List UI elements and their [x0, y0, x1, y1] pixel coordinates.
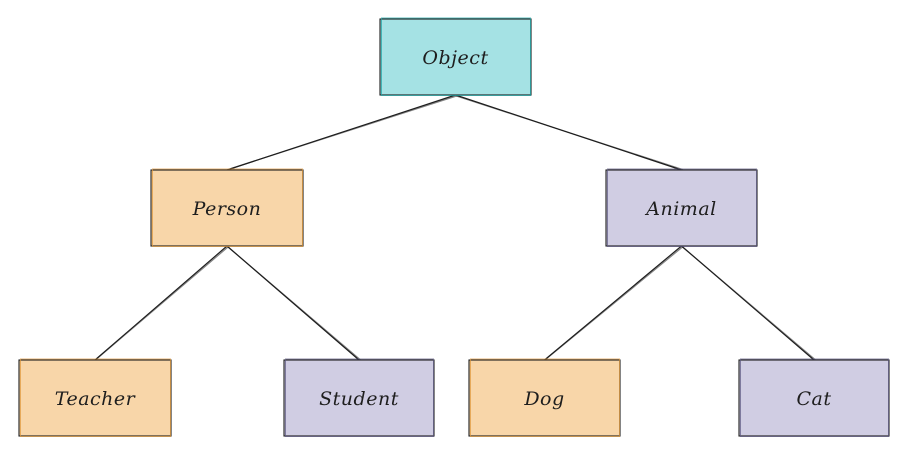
- node-teacher-box: [18, 359, 172, 437]
- edge-person-teacher: [94, 245, 229, 361]
- node-cat[interactable]: Cat: [738, 358, 890, 437]
- node-dog-sketch-outline: [470, 358, 620, 437]
- node-dog-box: [468, 359, 621, 437]
- node-teacher-label: Teacher: [55, 388, 137, 410]
- edge-object-person: [226, 94, 458, 171]
- node-object-sketch-outline: [381, 17, 531, 96]
- node-person-sketch-outline: [152, 168, 303, 247]
- node-student-sketch-outline: [285, 358, 434, 437]
- node-dog[interactable]: Dog: [468, 358, 621, 437]
- node-dog-label: Dog: [523, 388, 564, 410]
- node-student[interactable]: Student: [283, 358, 435, 437]
- edges-layer: [94, 94, 816, 361]
- node-animal[interactable]: Animal: [605, 168, 758, 247]
- node-object[interactable]: Object: [379, 17, 532, 96]
- node-object-label: Object: [422, 47, 488, 69]
- node-cat-sketch-outline: [740, 358, 889, 437]
- node-cat-label: Cat: [796, 388, 831, 410]
- edge-object-animal: [454, 94, 684, 171]
- node-person-label: Person: [192, 198, 262, 220]
- node-teacher-sketch-outline: [20, 358, 171, 437]
- edge-animal-dog: [543, 245, 684, 361]
- node-teacher[interactable]: Teacher: [18, 358, 172, 437]
- edge-animal-cat: [680, 245, 816, 361]
- node-object-box: [379, 18, 532, 96]
- edge-person-student: [226, 245, 361, 361]
- node-student-label: Student: [319, 388, 399, 410]
- node-animal-sketch-outline: [607, 168, 757, 247]
- node-animal-label: Animal: [644, 198, 716, 220]
- node-person[interactable]: Person: [150, 168, 304, 247]
- node-animal-box: [605, 169, 758, 247]
